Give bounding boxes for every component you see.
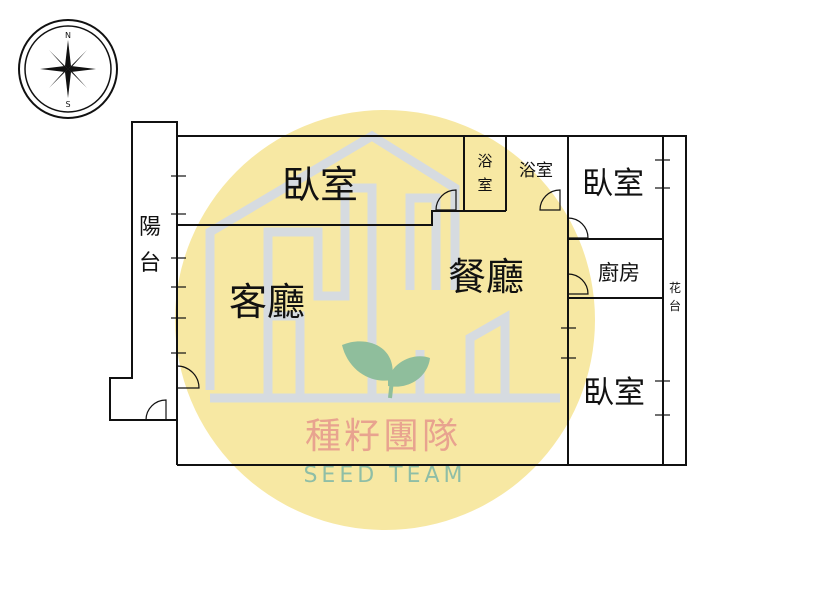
compass-south-label: S (65, 100, 70, 109)
compass-inner-ring (24, 25, 112, 113)
compass-rose-icon (40, 40, 96, 98)
door-swings (145, 189, 589, 421)
room-bedroom-top: 臥室 (282, 163, 358, 207)
room-dining: 餐廳 (448, 255, 524, 299)
room-planter-line2: 台 (669, 298, 681, 313)
room-planter-line1: 花 (669, 280, 681, 295)
room-living: 客廳 (229, 280, 305, 324)
watermark-name-en: SEED TEAM (303, 463, 466, 488)
watermark-name-cn: 種籽團隊 (305, 416, 461, 457)
door-swing-balcony (176, 365, 200, 389)
compass: N S (18, 19, 118, 119)
room-bath: 浴室 (519, 161, 553, 181)
door-swing-kitchen (567, 273, 589, 295)
door-swing-balcony-lower (145, 399, 167, 421)
door-swing-bedroom-top (567, 217, 589, 239)
room-bedroom-right-bottom: 臥室 (583, 375, 645, 411)
room-balcony-line1: 陽 (139, 215, 161, 240)
room-labels: 臥室 浴 室 浴室 臥室 陽 台 客廳 餐廳 廚房 花 台 臥室 (139, 152, 681, 411)
room-bath-small-line1: 浴 (477, 152, 492, 170)
door-swing-bath (539, 189, 561, 211)
room-balcony-line2: 台 (139, 251, 161, 276)
room-bath-small-line2: 室 (477, 176, 492, 194)
seedling-icon (342, 341, 430, 399)
watermark: 種籽團隊 SEED TEAM (175, 110, 595, 530)
compass-north-label: N (65, 31, 71, 40)
compass-outer-ring (18, 19, 118, 119)
room-bedroom-right-top: 臥室 (582, 166, 644, 202)
room-kitchen: 廚房 (598, 261, 640, 285)
window-ticks (171, 159, 670, 416)
walls (109, 121, 687, 466)
door-swing-small-bath (435, 189, 457, 211)
watermark-circle (175, 110, 595, 530)
